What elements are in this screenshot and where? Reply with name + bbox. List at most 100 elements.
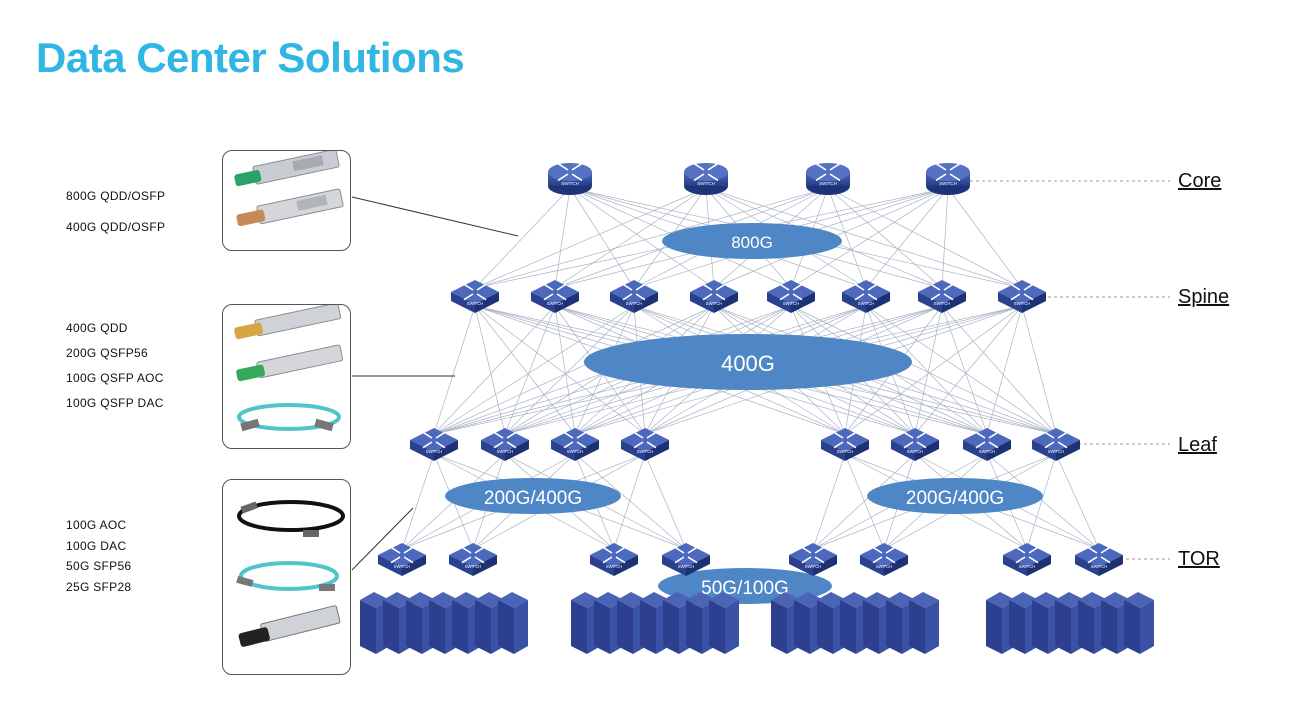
- network-link: [865, 305, 1057, 435]
- network-link: [474, 305, 646, 435]
- network-link: [1026, 453, 1057, 550]
- switch-label: SWITCH: [1091, 564, 1108, 569]
- switch-label: SWITCH: [907, 449, 924, 454]
- network-switch: SWITCH: [621, 428, 669, 461]
- switch-label: SWITCH: [805, 564, 822, 569]
- network-link: [1021, 305, 1057, 435]
- network-link: [812, 453, 846, 550]
- network-switch: SWITCH: [531, 280, 579, 313]
- switch-label: SWITCH: [697, 181, 715, 186]
- product-label: 100G AOC: [66, 518, 127, 532]
- network-link: [474, 187, 829, 289]
- switch-label: SWITCH: [637, 449, 654, 454]
- network-link: [401, 453, 435, 550]
- switch-label: SWITCH: [606, 564, 623, 569]
- network-link: [827, 187, 943, 289]
- switch-layer: SWITCH SWITCH SWITCH SWITCH SWITCH SWITCH SWIT…: [378, 162, 1123, 576]
- network-link: [914, 305, 943, 435]
- switch-label: SWITCH: [783, 301, 800, 306]
- network-link: [554, 187, 707, 289]
- core-switch: SWITCH: [926, 162, 970, 195]
- product-image-box-100g: [222, 479, 351, 675]
- product-label: 100G QSFP AOC: [66, 371, 164, 385]
- switch-label: SWITCH: [1014, 301, 1031, 306]
- network-switch: SWITCH: [821, 428, 869, 461]
- server-group: [771, 592, 939, 654]
- network-link: [1055, 453, 1100, 550]
- network-switch: SWITCH: [1075, 543, 1123, 576]
- core-switch: SWITCH: [684, 162, 728, 195]
- network-link: [827, 187, 867, 289]
- product-label: 100G DAC: [66, 539, 127, 553]
- network-switch: SWITCH: [767, 280, 815, 313]
- network-switch: SWITCH: [690, 280, 738, 313]
- switch-label: SWITCH: [567, 449, 584, 454]
- network-link: [986, 305, 1023, 435]
- network-link: [613, 453, 646, 550]
- network-link: [827, 187, 1023, 289]
- server-group: [571, 592, 739, 654]
- network-link: [790, 187, 949, 289]
- transceiver-image: [234, 302, 344, 432]
- network-link: [554, 305, 576, 435]
- network-link: [790, 305, 1057, 435]
- network-link: [433, 305, 556, 435]
- network-link: [865, 187, 949, 289]
- network-link: [433, 305, 715, 435]
- network-link: [865, 305, 988, 435]
- product-image-box-800g: [222, 149, 351, 251]
- network-link: [941, 305, 1057, 435]
- network-link: [812, 453, 916, 550]
- network-link: [941, 187, 949, 289]
- bandwidth-label: 400G: [721, 351, 775, 376]
- network-link: [554, 187, 571, 289]
- tier-label-core: Core: [1178, 170, 1222, 192]
- switch-label: SWITCH: [1019, 564, 1036, 569]
- server: [1124, 592, 1154, 654]
- product-label: 400G QDD/OSFP: [66, 220, 166, 234]
- network-switch: SWITCH: [449, 543, 497, 576]
- switch-label: SWITCH: [706, 301, 723, 306]
- network-link: [504, 305, 556, 435]
- switch-label: SWITCH: [497, 449, 514, 454]
- network-link: [474, 187, 707, 289]
- network-link: [844, 305, 1023, 435]
- switch-label: SWITCH: [1048, 449, 1065, 454]
- network-switch: SWITCH: [451, 280, 499, 313]
- network-link: [569, 187, 635, 289]
- bandwidth-label: 200G/400G: [906, 488, 1004, 509]
- server-group: [360, 592, 528, 654]
- network-link: [914, 305, 1023, 435]
- network-switch: SWITCH: [789, 543, 837, 576]
- switch-label: SWITCH: [979, 449, 996, 454]
- core-switch: SWITCH: [806, 162, 850, 195]
- switch-label: SWITCH: [626, 301, 643, 306]
- network-link: [705, 187, 1023, 289]
- bandwidth-label: 800G: [731, 233, 773, 252]
- network-switch: SWITCH: [1032, 428, 1080, 461]
- callout-line: [351, 507, 414, 571]
- product-label: 200G QSFP56: [66, 346, 149, 360]
- tier-label-leaf: Leaf: [1178, 434, 1217, 456]
- page-title: Data Center Solutions: [36, 34, 465, 81]
- server-layer: [360, 592, 1154, 654]
- network-switch: SWITCH: [860, 543, 908, 576]
- network-switch: SWITCH: [481, 428, 529, 461]
- network-link: [474, 305, 576, 435]
- network-switch: SWITCH: [610, 280, 658, 313]
- callout-line: [351, 196, 519, 237]
- network-switch: SWITCH: [1003, 543, 1051, 576]
- product-label: 25G SFP28: [66, 580, 132, 594]
- bandwidth-ellipse-leaf-tor-right: 200G/400G: [867, 478, 1043, 514]
- product-label: 400G QDD: [66, 321, 128, 335]
- bandwidth-ellipse-leaf-tor-left: 200G/400G: [445, 478, 621, 514]
- network-switch: SWITCH: [842, 280, 890, 313]
- bandwidth-ellipse-core-spine: 800G: [662, 223, 842, 259]
- switch-label: SWITCH: [394, 564, 411, 569]
- product-label: 800G QDD/OSFP: [66, 189, 166, 203]
- server: [909, 592, 939, 654]
- product-label: 50G SFP56: [66, 559, 132, 573]
- product-image-box-400g: [222, 302, 351, 449]
- network-link: [947, 187, 1023, 289]
